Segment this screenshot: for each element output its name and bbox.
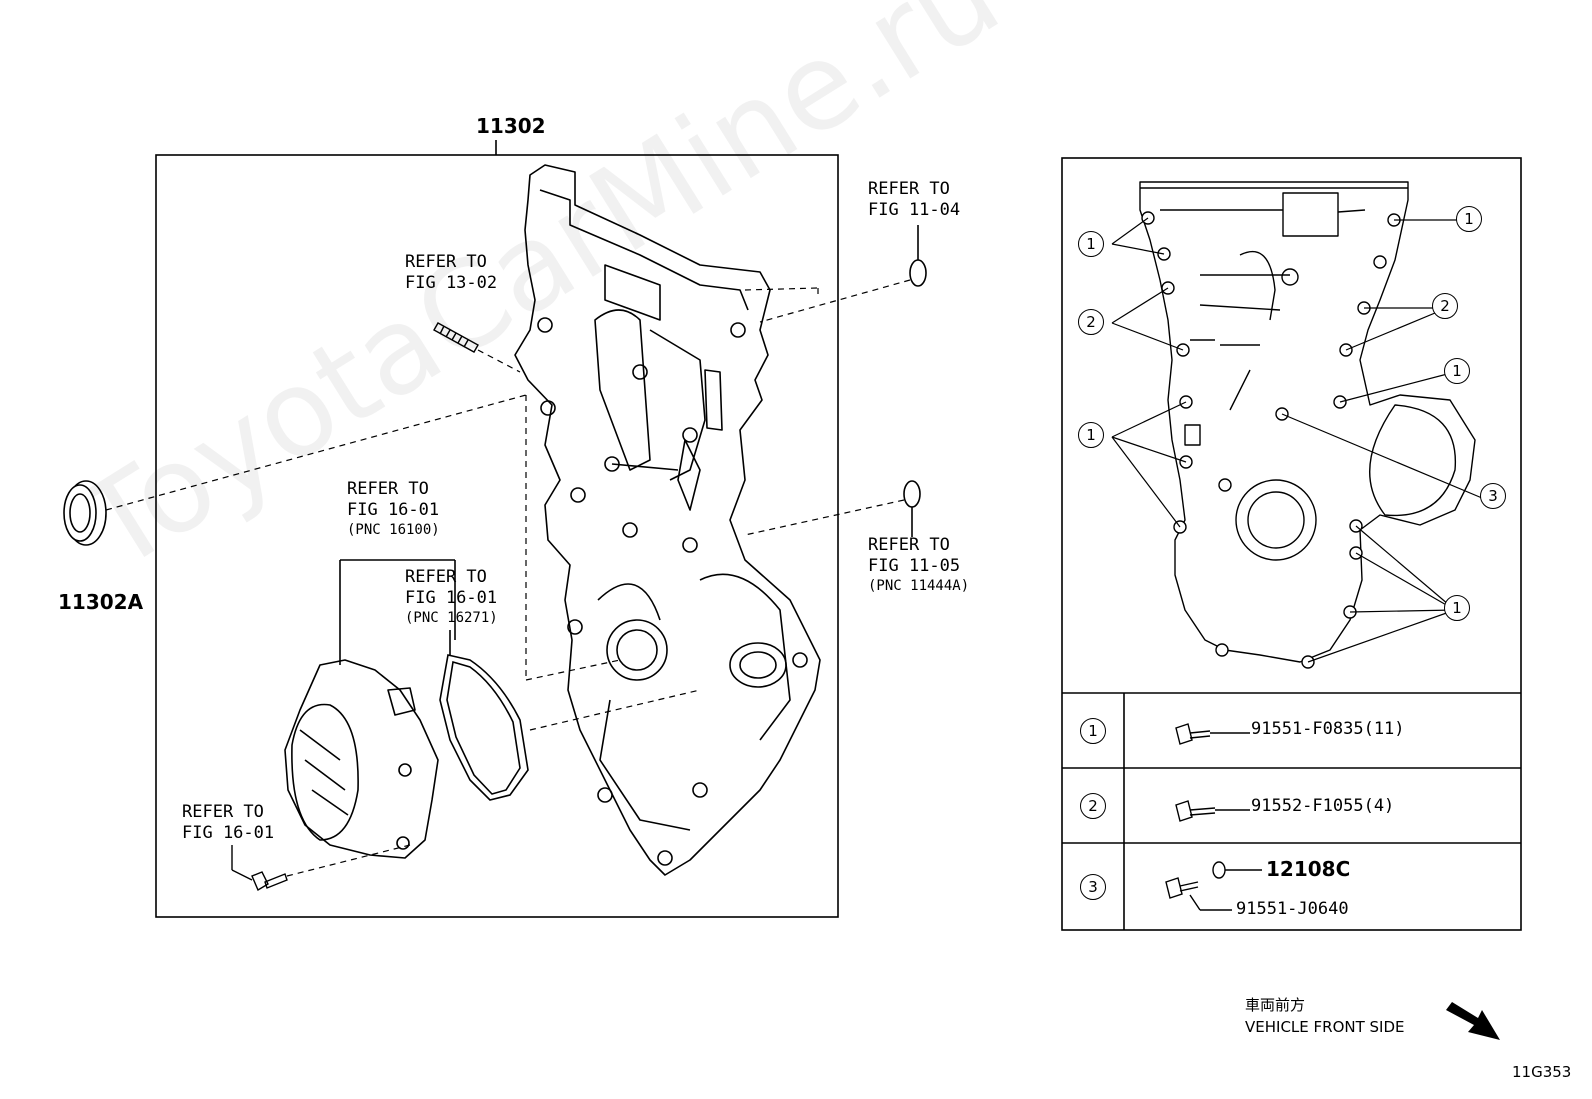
- direction-jp: 車両前方: [1245, 996, 1306, 1014]
- ref-line: REFER TO: [405, 567, 487, 587]
- ref-line: REFER TO: [868, 179, 950, 199]
- main-frame: [155, 154, 839, 918]
- legend-index-3: 3: [1080, 874, 1106, 900]
- callout-leaders: [1111, 217, 1483, 663]
- detail-frame: [1061, 157, 1522, 931]
- ref-stud: REFER TO FIG 13-02: [405, 252, 497, 294]
- vehicle-front-arrow-icon: [1446, 1002, 1500, 1040]
- ref-pnc: (PNC 16271): [405, 610, 498, 626]
- ref-o-ring-top: REFER TO FIG 11-04: [868, 179, 960, 221]
- legend-bolt-icons: [1165, 723, 1262, 911]
- ref-line: FIG 11-04: [868, 200, 961, 220]
- legend-part-1: 91551-F0835(11): [1251, 719, 1405, 739]
- ref-pump-bolt: REFER TO FIG 16-01: [182, 802, 274, 844]
- water-pump: [284, 559, 456, 859]
- ref-o-ring-bottom: REFER TO FIG 11-05 (PNC 11444A): [868, 535, 969, 595]
- pump-bolt: [231, 844, 411, 892]
- ref-line: FIG 11-05: [868, 556, 961, 576]
- diagram-code: 11G353: [1512, 1063, 1572, 1081]
- ref-line: FIG 16-01: [405, 588, 498, 608]
- ref-line: REFER TO: [347, 479, 429, 499]
- ref-pnc: (PNC 16100): [347, 522, 440, 538]
- ref-line: REFER TO: [868, 535, 950, 555]
- ref-line: REFER TO: [182, 802, 264, 822]
- oil-seal: [63, 394, 527, 680]
- gasket: [439, 630, 529, 801]
- ref-line: FIG 13-02: [405, 273, 498, 293]
- callout-1: 1: [1456, 206, 1482, 232]
- stud-bolt: [433, 322, 521, 373]
- ref-pnc: (PNC 11444A): [868, 578, 970, 594]
- callout-2: 2: [1432, 293, 1458, 319]
- callout-1: 1: [1078, 422, 1104, 448]
- o-rings: [744, 225, 927, 537]
- legend-part-2: 91552-F1055(4): [1251, 796, 1395, 816]
- timing-cover: [514, 164, 821, 876]
- callout-1: 1: [1078, 231, 1104, 257]
- ref-line: FIG 16-01: [347, 500, 440, 520]
- ref-gasket: REFER TO FIG 16-01 (PNC 16271): [405, 567, 498, 627]
- ref-water-pump: REFER TO FIG 16-01 (PNC 16100): [347, 479, 440, 539]
- direction-en: VEHICLE FRONT SIDE: [1245, 1018, 1405, 1036]
- callout-3: 3: [1480, 483, 1506, 509]
- callout-1: 1: [1444, 595, 1470, 621]
- ref-line: REFER TO: [405, 252, 487, 272]
- callout-1: 1: [1444, 358, 1470, 384]
- legend-index-1: 1: [1080, 718, 1106, 744]
- detail-bolt-holes: [1141, 211, 1401, 669]
- detail-cover-outline: [1139, 181, 1476, 663]
- main-part-number: 11302: [476, 114, 546, 138]
- ref-line: FIG 16-01: [182, 823, 275, 843]
- legend-index-2: 2: [1080, 793, 1106, 819]
- callout-2: 2: [1078, 309, 1104, 335]
- legend-part-3a: 12108C: [1266, 857, 1351, 881]
- seal-part-number: 11302A: [58, 590, 144, 614]
- legend-part-3b: 91551-J0640: [1236, 899, 1349, 919]
